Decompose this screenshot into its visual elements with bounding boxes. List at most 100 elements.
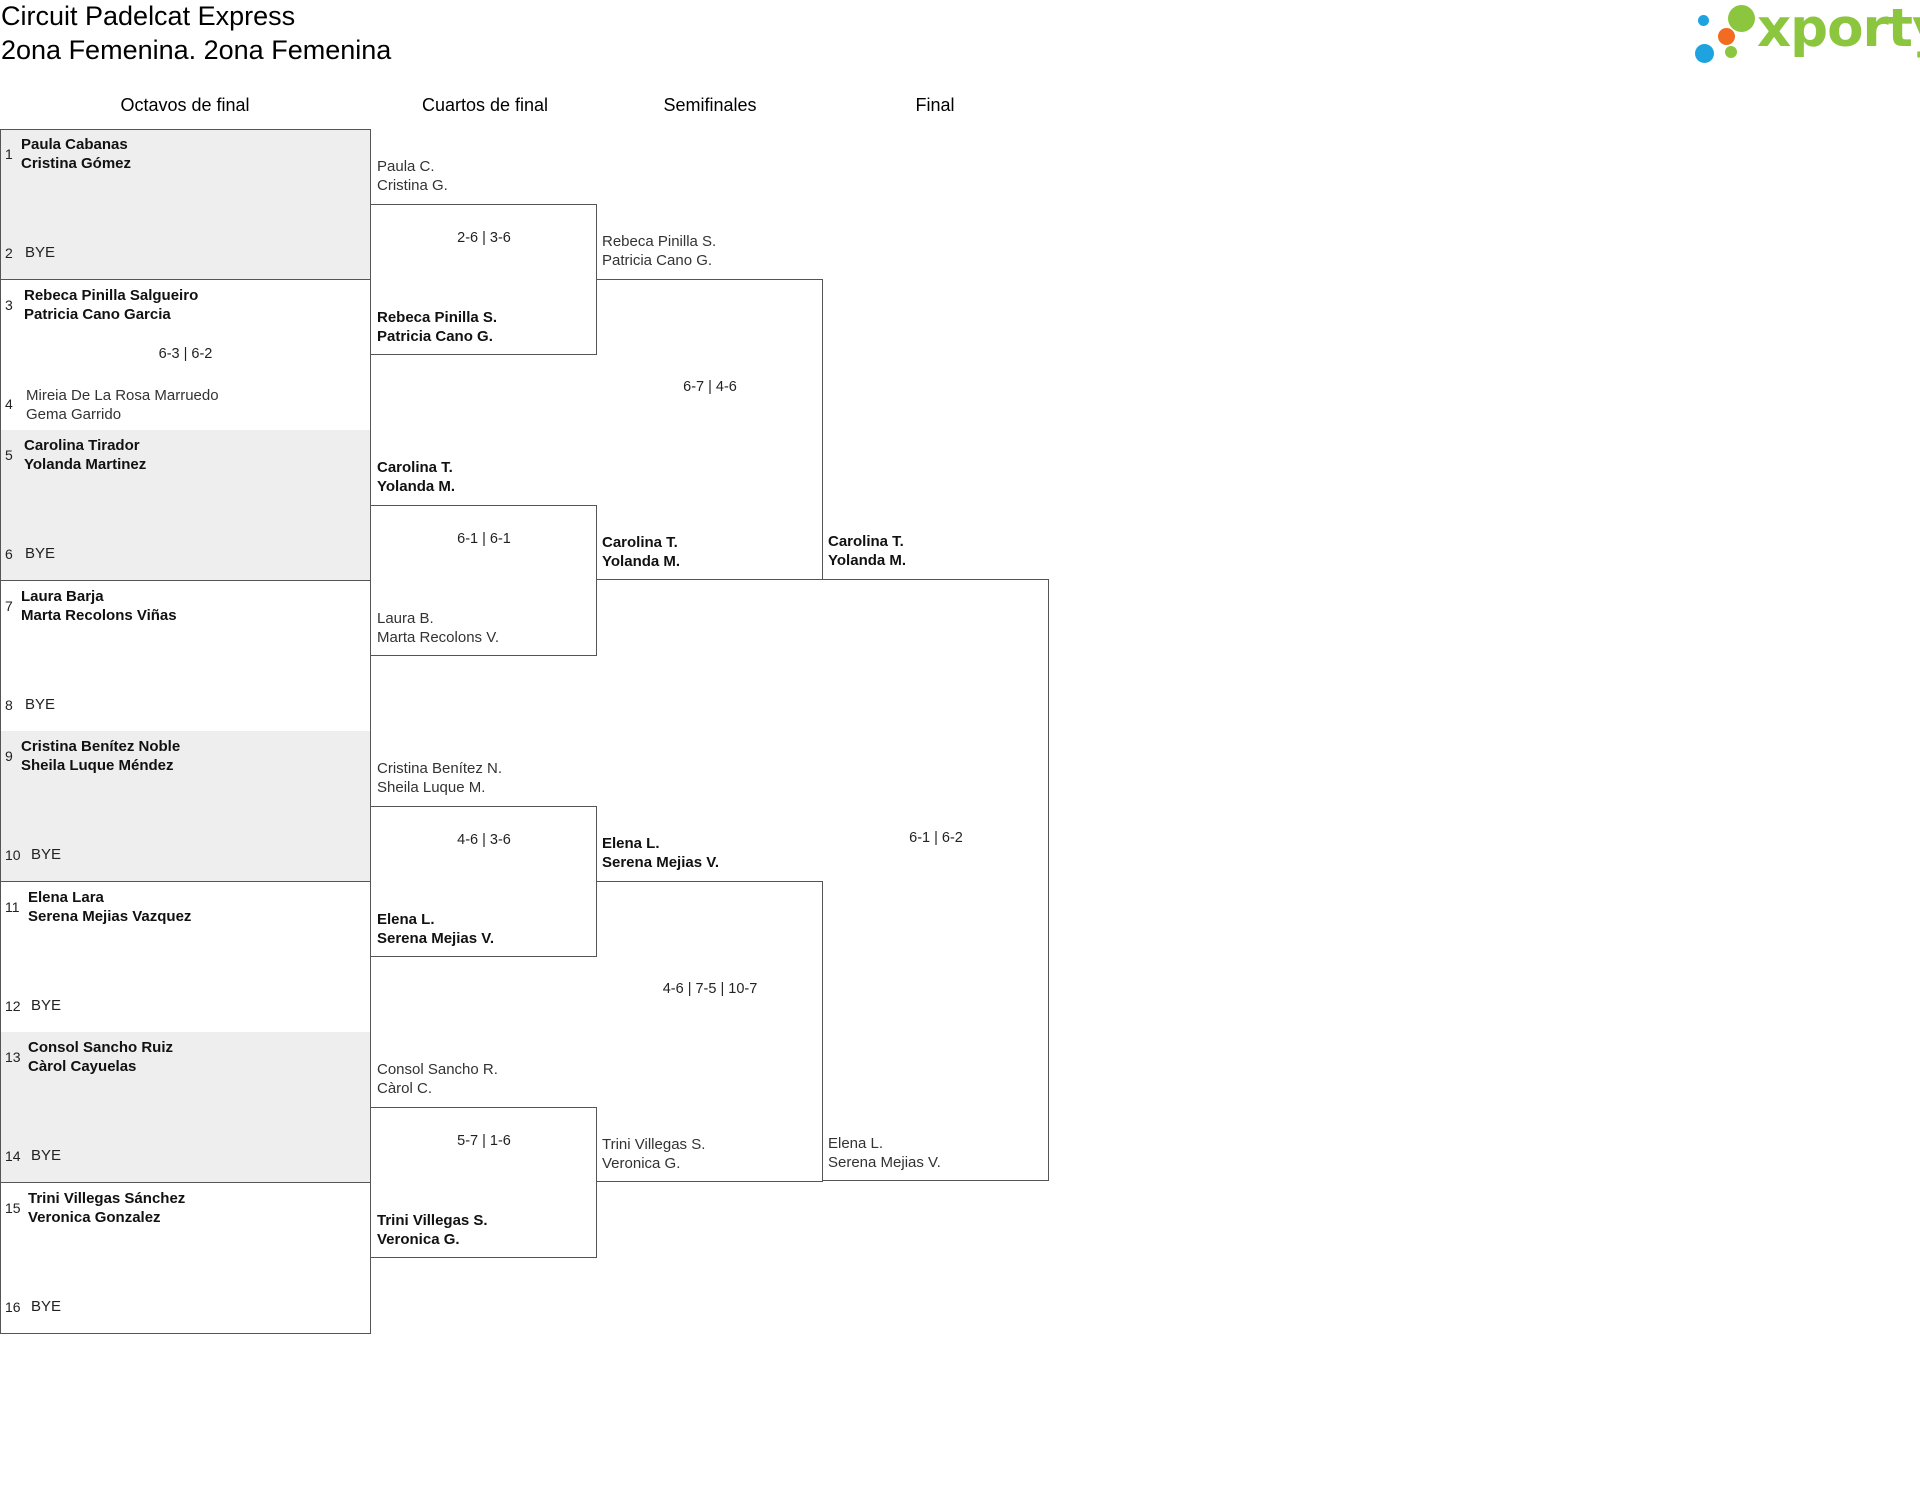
team-player: Rebeca Pinilla Salgueiro	[24, 286, 199, 304]
bye-label: BYE	[31, 996, 62, 1014]
team-player: Gema Garrido	[26, 405, 122, 423]
match-score: 4-6 | 3-6	[457, 832, 511, 848]
team-player: Paula Cabanas	[21, 136, 128, 153]
seed-number: 10	[5, 847, 21, 863]
bye-label: BYE	[31, 846, 62, 863]
team-player: Trini Villegas Sánchez	[28, 1189, 186, 1207]
team-player: Carolina Tirador	[24, 437, 140, 454]
logo-dot-green-icon	[1728, 5, 1755, 32]
match-box-r16[interactable]	[0, 430, 371, 581]
seed-number: 15	[5, 1199, 21, 1216]
seed-number: 2	[5, 245, 13, 261]
team-player: Càrol Cayuelas	[28, 1058, 137, 1075]
seed-number: 14	[5, 1148, 21, 1164]
column-heading-round-of-16: Octavos de final	[120, 95, 250, 115]
seed-number: 8	[5, 696, 13, 713]
match-score: 6-1 | 6-2	[909, 829, 963, 846]
seed-number: 3	[5, 296, 13, 313]
team-player: Patricia Cano G.	[377, 327, 493, 345]
match-score: 6-1 | 6-1	[457, 531, 511, 547]
team-player: Yolanda M.	[828, 551, 907, 569]
match-box-r16[interactable]	[0, 1032, 371, 1183]
bracket-connector	[371, 505, 597, 656]
bye-label: BYE	[31, 1297, 62, 1315]
team-player: Yolanda Martinez	[24, 456, 147, 473]
seed-number: 6	[5, 546, 13, 562]
bracket-connector	[597, 881, 823, 1182]
seed-number: 4	[5, 395, 13, 412]
team-player: Cristina Benítez Noble	[21, 738, 181, 755]
match-box-r16[interactable]	[0, 731, 371, 882]
team-player: Consol Sancho Ruiz	[28, 1039, 174, 1056]
match-score: 6-7 | 4-6	[683, 379, 737, 395]
team-player: Carolina T.	[828, 532, 904, 550]
seed-number: 1	[5, 146, 13, 162]
team-player: Yolanda M.	[602, 553, 681, 570]
team-player: Rebeca Pinilla S.	[602, 233, 717, 250]
seed-number: 5	[5, 447, 13, 463]
team-player: Veronica Gonzalez	[28, 1208, 161, 1226]
team-player: Elena L.	[602, 835, 660, 852]
seed-number: 7	[5, 597, 13, 614]
bye-label: BYE	[25, 244, 56, 261]
team-player: Cristina Benítez N.	[377, 760, 503, 777]
team-player: Consol Sancho R.	[377, 1061, 498, 1078]
logo-dot-blue-large-icon	[1695, 44, 1714, 63]
team-player: Cristina G.	[377, 177, 448, 194]
team-player: Veronica G.	[602, 1155, 681, 1172]
seed-number: 16	[5, 1298, 21, 1315]
xporty-logo: xporty	[1695, 0, 1920, 68]
team-player: Serena Mejias V.	[377, 929, 495, 947]
team-player: Rebeca Pinilla S.	[377, 308, 498, 326]
logo-dot-orange-icon	[1718, 28, 1735, 45]
team-player: Cristina Gómez	[21, 155, 132, 172]
logo-dot-green-small-icon	[1725, 46, 1737, 58]
team-player: Serena Mejias V.	[828, 1153, 941, 1171]
match-score: 6-3 | 6-2	[158, 345, 213, 362]
bye-label: BYE	[31, 1147, 62, 1164]
column-heading-final: Final	[915, 95, 955, 115]
team-player: Patricia Cano Garcia	[24, 305, 171, 323]
match-box-r16[interactable]	[0, 1182, 371, 1334]
team-player: Serena Mejias V.	[602, 854, 720, 871]
bracket-connector	[597, 279, 823, 580]
team-player: Carolina T.	[377, 459, 453, 476]
bye-label: BYE	[25, 545, 56, 562]
team-player: Laura Barja	[21, 587, 104, 605]
team-player: Elena L.	[828, 1134, 884, 1152]
team-player: Laura B.	[377, 609, 434, 627]
column-heading-semifinals: Semifinales	[663, 95, 757, 115]
bracket-connector	[823, 578, 1049, 1181]
category-subtitle: 2ona Femenina. 2ona Femenina	[1, 35, 392, 65]
logo-dot-blue-small-icon	[1698, 15, 1709, 26]
team-player: Trini Villegas S.	[602, 1136, 706, 1153]
team-player: Yolanda M.	[377, 478, 456, 495]
match-box-r16[interactable]	[0, 129, 371, 280]
bracket-connector	[371, 204, 597, 355]
team-player: Sheila Luque Méndez	[21, 757, 174, 774]
team-player: Elena Lara	[28, 888, 104, 906]
team-player: Paula C.	[377, 158, 435, 175]
match-score: 4-6 | 7-5 | 10-7	[662, 981, 758, 997]
match-score: 5-7 | 1-6	[457, 1133, 511, 1149]
match-score: 2-6 | 3-6	[457, 230, 511, 246]
column-heading-quarterfinals: Cuartos de final	[421, 95, 549, 115]
bye-label: BYE	[25, 695, 56, 713]
team-player: Mireia De La Rosa Marruedo	[26, 386, 219, 404]
seed-number: 13	[5, 1049, 21, 1065]
team-player: Serena Mejias Vazquez	[28, 907, 192, 925]
tournament-title: Circuit Padelcat Express	[1, 1, 296, 31]
seed-number: 12	[5, 997, 21, 1014]
team-player: Patricia Cano G.	[602, 252, 713, 269]
team-player: Trini Villegas S.	[377, 1211, 488, 1229]
team-player: Marta Recolons Viñas	[21, 606, 177, 624]
team-player: Sheila Luque M.	[377, 779, 486, 796]
logo-wordmark: xporty	[1757, 0, 1920, 59]
seed-number: 11	[5, 898, 20, 915]
bracket-connector	[371, 1107, 597, 1258]
team-player: Elena L.	[377, 910, 435, 928]
bracket-connector	[371, 806, 597, 957]
team-player: Veronica G.	[377, 1230, 460, 1248]
team-player: Carolina T.	[602, 534, 678, 551]
team-player: Càrol C.	[377, 1080, 433, 1097]
